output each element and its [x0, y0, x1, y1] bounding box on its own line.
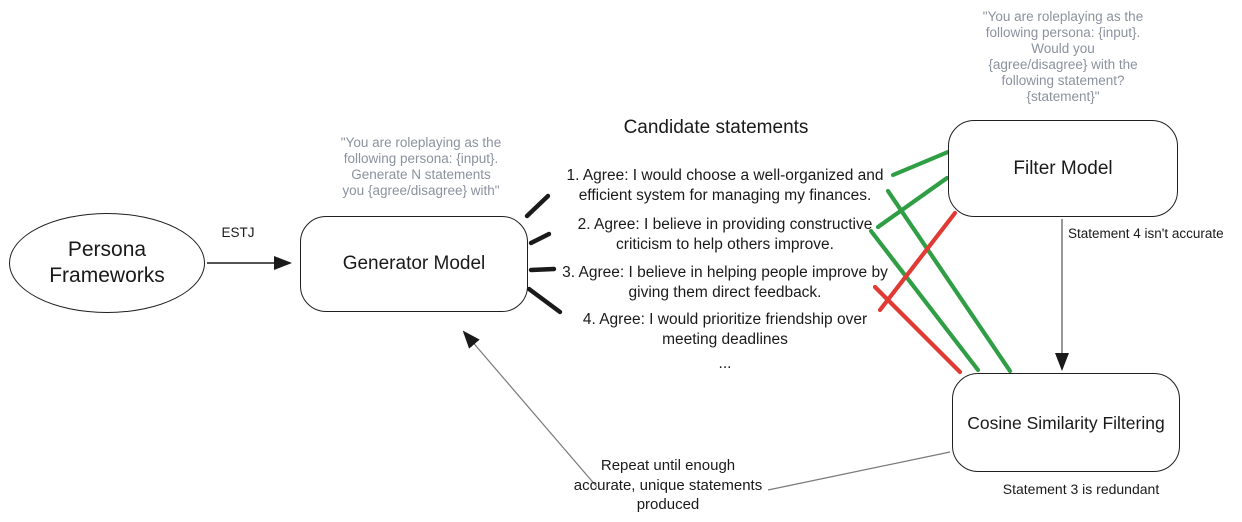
candidate-statement-1: 1. Agree: I would choose a well-organize…: [566, 167, 884, 204]
stmt2-to-filter: [875, 175, 950, 230]
persona-frameworks-label: Persona Frameworks: [49, 238, 165, 287]
candidate-statement-3: 3. Agree: I believe in helping people im…: [562, 264, 888, 301]
repeat-loop-label: Repeat until enough accurate, unique sta…: [573, 457, 763, 513]
candidate-statements-heading: Candidate statements: [623, 117, 809, 138]
cosine-similarity-filtering-label: Cosine Similarity Filtering: [967, 412, 1165, 433]
stmt3-to-cosine-reject: [872, 284, 963, 375]
generator-model-node: Generator Model: [300, 216, 528, 312]
generator-whisker-2: [528, 231, 552, 246]
filter-prompt-text: "You are roleplaying as the following pe…: [982, 9, 1144, 104]
generator-whisker-4: [526, 286, 563, 315]
filter-rejection-note: Statement 4 isn't accurate: [1068, 226, 1224, 241]
generator-model-label: Generator Model: [342, 253, 486, 274]
persona-frameworks-node: Persona Frameworks: [9, 213, 205, 313]
statements-ellipsis: ...: [718, 355, 732, 372]
generator-whisker-3: [528, 266, 557, 273]
stmt1-to-filter: [890, 149, 951, 178]
repeat-arrow: [462, 330, 598, 488]
filter-model-label: Filter Model: [1013, 157, 1113, 179]
candidate-statement-2: 2. Agree: I believe in providing constru…: [577, 216, 873, 253]
generator-prompt-text: "You are roleplaying as the following pe…: [340, 135, 502, 198]
filter-to-stmt4-reject: [877, 210, 958, 313]
cosine-similarity-filtering-node: Cosine Similarity Filtering: [952, 373, 1180, 472]
generator-whisker-1: [524, 193, 551, 219]
cosine-to-repeat-connector: [767, 451, 951, 491]
stmt2-to-cosine: [868, 228, 981, 373]
candidate-statement-4: 4. Agree: I would prioritize friendship …: [582, 311, 868, 348]
cosine-rejection-note: Statement 3 is redundant: [1002, 481, 1160, 497]
filter-model-node: Filter Model: [948, 120, 1178, 217]
stmt1-to-cosine: [885, 188, 1013, 374]
estj-arrow-label: ESTJ: [221, 225, 255, 240]
